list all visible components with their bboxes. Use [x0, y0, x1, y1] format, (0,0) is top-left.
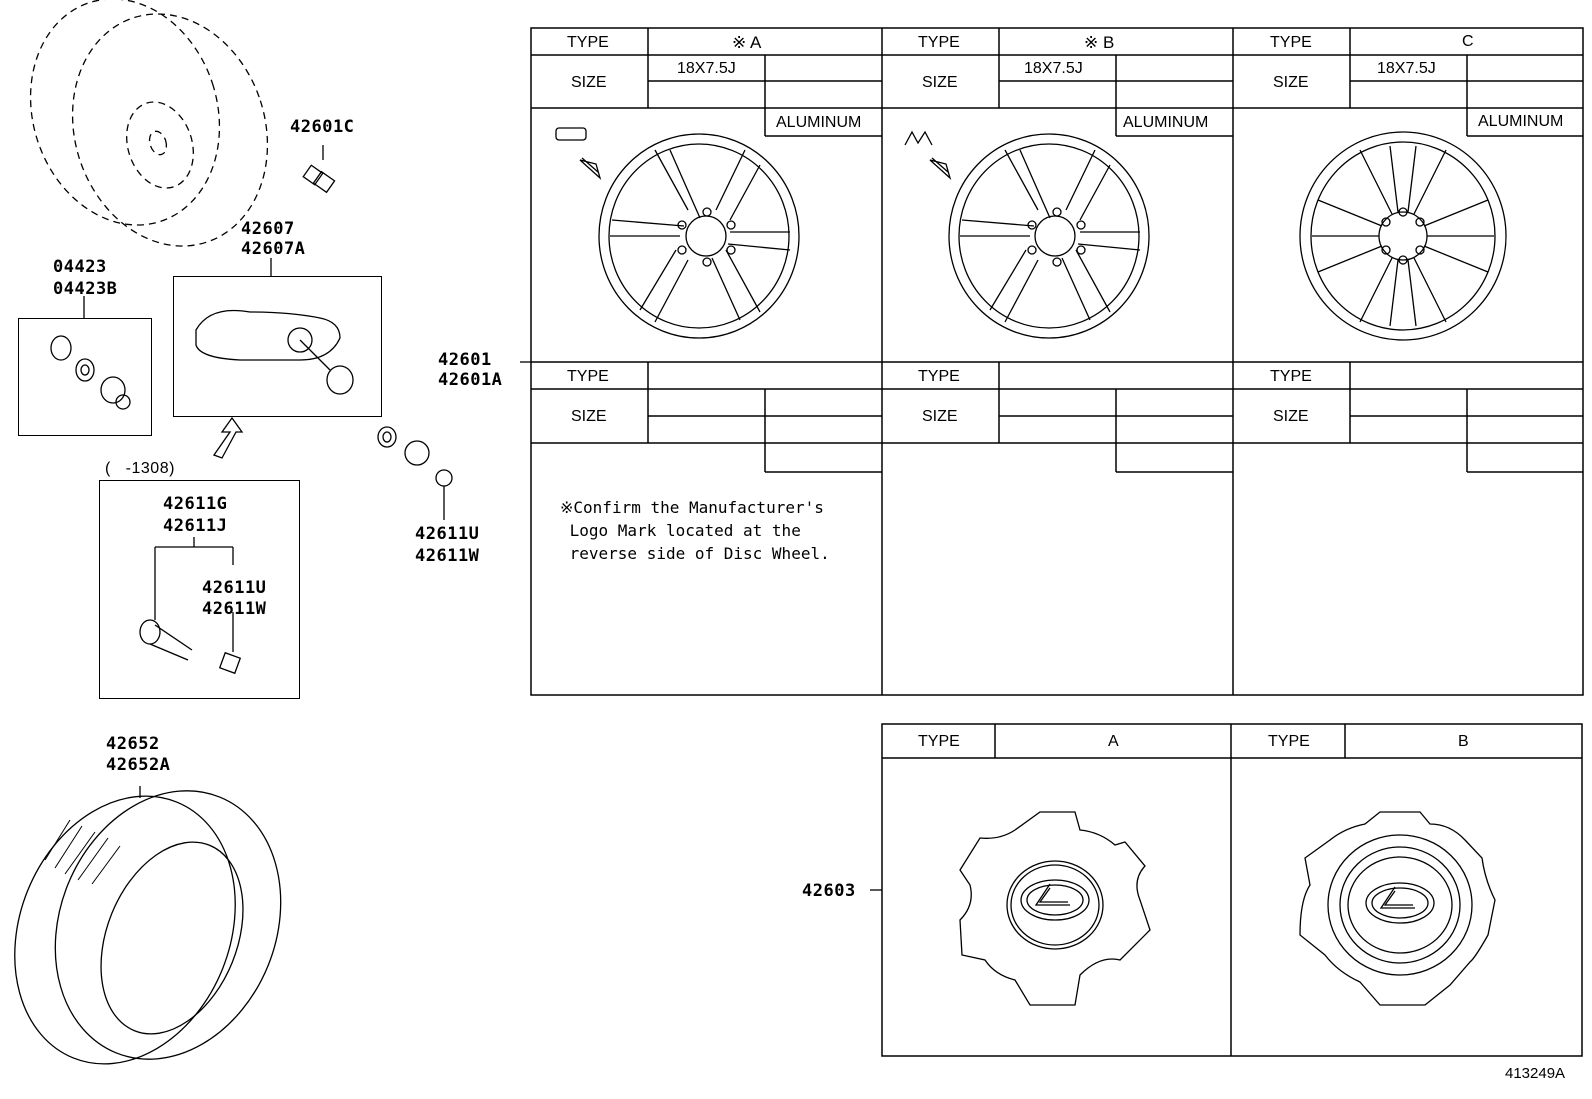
- wheel-lower-a-type-label: TYPE: [567, 368, 609, 385]
- wheel-b-material: ALUMINUM: [1123, 114, 1209, 131]
- wheel-a-size-value: 18X7.5J: [677, 60, 736, 77]
- wheel-b-size-label: SIZE: [922, 74, 958, 91]
- part-number-42607a[interactable]: 42607A: [241, 239, 306, 259]
- cap-a-type-label: TYPE: [918, 733, 960, 750]
- part-number-42603[interactable]: 42603: [802, 881, 856, 901]
- valve-stem-box: [99, 480, 300, 699]
- tire-illustration: [14, 786, 282, 1065]
- part-number-42611w-inner[interactable]: 42611W: [202, 599, 267, 619]
- part-number-42607[interactable]: 42607: [241, 219, 295, 239]
- wheel-c-size-label: SIZE: [1273, 74, 1309, 91]
- part-number-04423b[interactable]: 04423B: [53, 279, 118, 299]
- balance-weight-parts: [50, 296, 131, 410]
- date-range-label: ( -1308): [105, 460, 175, 477]
- wheel-type-b-illustration: [904, 130, 1150, 339]
- wheel-lower-c-size-label: SIZE: [1273, 408, 1309, 425]
- wheel-lower-a-size-label: SIZE: [571, 408, 607, 425]
- part-number-42601c[interactable]: 42601C: [290, 117, 355, 137]
- wheel-lower-b-size-label: SIZE: [922, 408, 958, 425]
- logo-note-line-1: ※Confirm the Manufacturer's: [560, 498, 824, 517]
- wheel-a-type-label: TYPE: [567, 34, 609, 51]
- part-number-42611g[interactable]: 42611G: [163, 494, 228, 514]
- part-number-42652a[interactable]: 42652A: [106, 755, 171, 775]
- wheel-lower-b-type-label: TYPE: [918, 368, 960, 385]
- wheel-c-type-label: TYPE: [1270, 34, 1312, 51]
- part-number-42611j[interactable]: 42611J: [163, 516, 228, 536]
- center-cap-a-illustration: [959, 811, 1151, 1006]
- cap-table-lines: [881, 723, 1583, 1057]
- wheel-a-material: ALUMINUM: [776, 114, 862, 131]
- tpms-sensor-illustration: [195, 258, 354, 395]
- wheel-a-size-label: SIZE: [571, 74, 607, 91]
- up-arrow: [212, 416, 244, 459]
- part-number-42601[interactable]: 42601: [438, 350, 492, 370]
- part-number-42611w-outer[interactable]: 42611W: [415, 546, 480, 566]
- cap-a-type-value: A: [1108, 733, 1119, 750]
- wheel-a-type-value: ※ A: [732, 33, 762, 52]
- wheel-c-material: ALUMINUM: [1478, 113, 1564, 130]
- wheel-b-type-value: ※ B: [1084, 33, 1115, 52]
- wheel-b-size-value: 18X7.5J: [1024, 60, 1083, 77]
- wheel-table-lines: [530, 27, 1584, 696]
- figure-id: 413249A: [1505, 1065, 1566, 1082]
- part-number-42652[interactable]: 42652: [106, 734, 160, 754]
- logo-note-line-2: Logo Mark located at the: [560, 521, 801, 540]
- logo-note-line-3: reverse side of Disc Wheel.: [560, 544, 830, 563]
- balance-weight-box: [18, 318, 152, 436]
- center-cap-b-illustration: [1299, 811, 1496, 1006]
- part-number-42611u-outer[interactable]: 42611U: [415, 524, 480, 544]
- wheel-c-type-value: C: [1462, 33, 1474, 50]
- cap-b-type-label: TYPE: [1268, 733, 1310, 750]
- part-number-42611u-inner[interactable]: 42611U: [202, 578, 267, 598]
- tpms-sensor-box: [173, 276, 382, 417]
- wheel-lower-c-type-label: TYPE: [1270, 368, 1312, 385]
- part-number-04423[interactable]: 04423: [53, 257, 107, 277]
- spare-wheel-illustration: [29, 0, 269, 247]
- wheel-c-size-value: 18X7.5J: [1377, 60, 1436, 77]
- wheel-type-c-illustration: [1299, 131, 1507, 341]
- valve-stem-parts: [139, 537, 242, 675]
- wheel-type-a-illustration: [555, 127, 800, 339]
- valve-42601c-illustration: [302, 145, 336, 194]
- valve-cap-outer-parts: [377, 426, 453, 520]
- cap-b-type-value: B: [1458, 733, 1469, 750]
- part-number-42601a[interactable]: 42601A: [438, 370, 503, 390]
- wheel-b-type-label: TYPE: [918, 34, 960, 51]
